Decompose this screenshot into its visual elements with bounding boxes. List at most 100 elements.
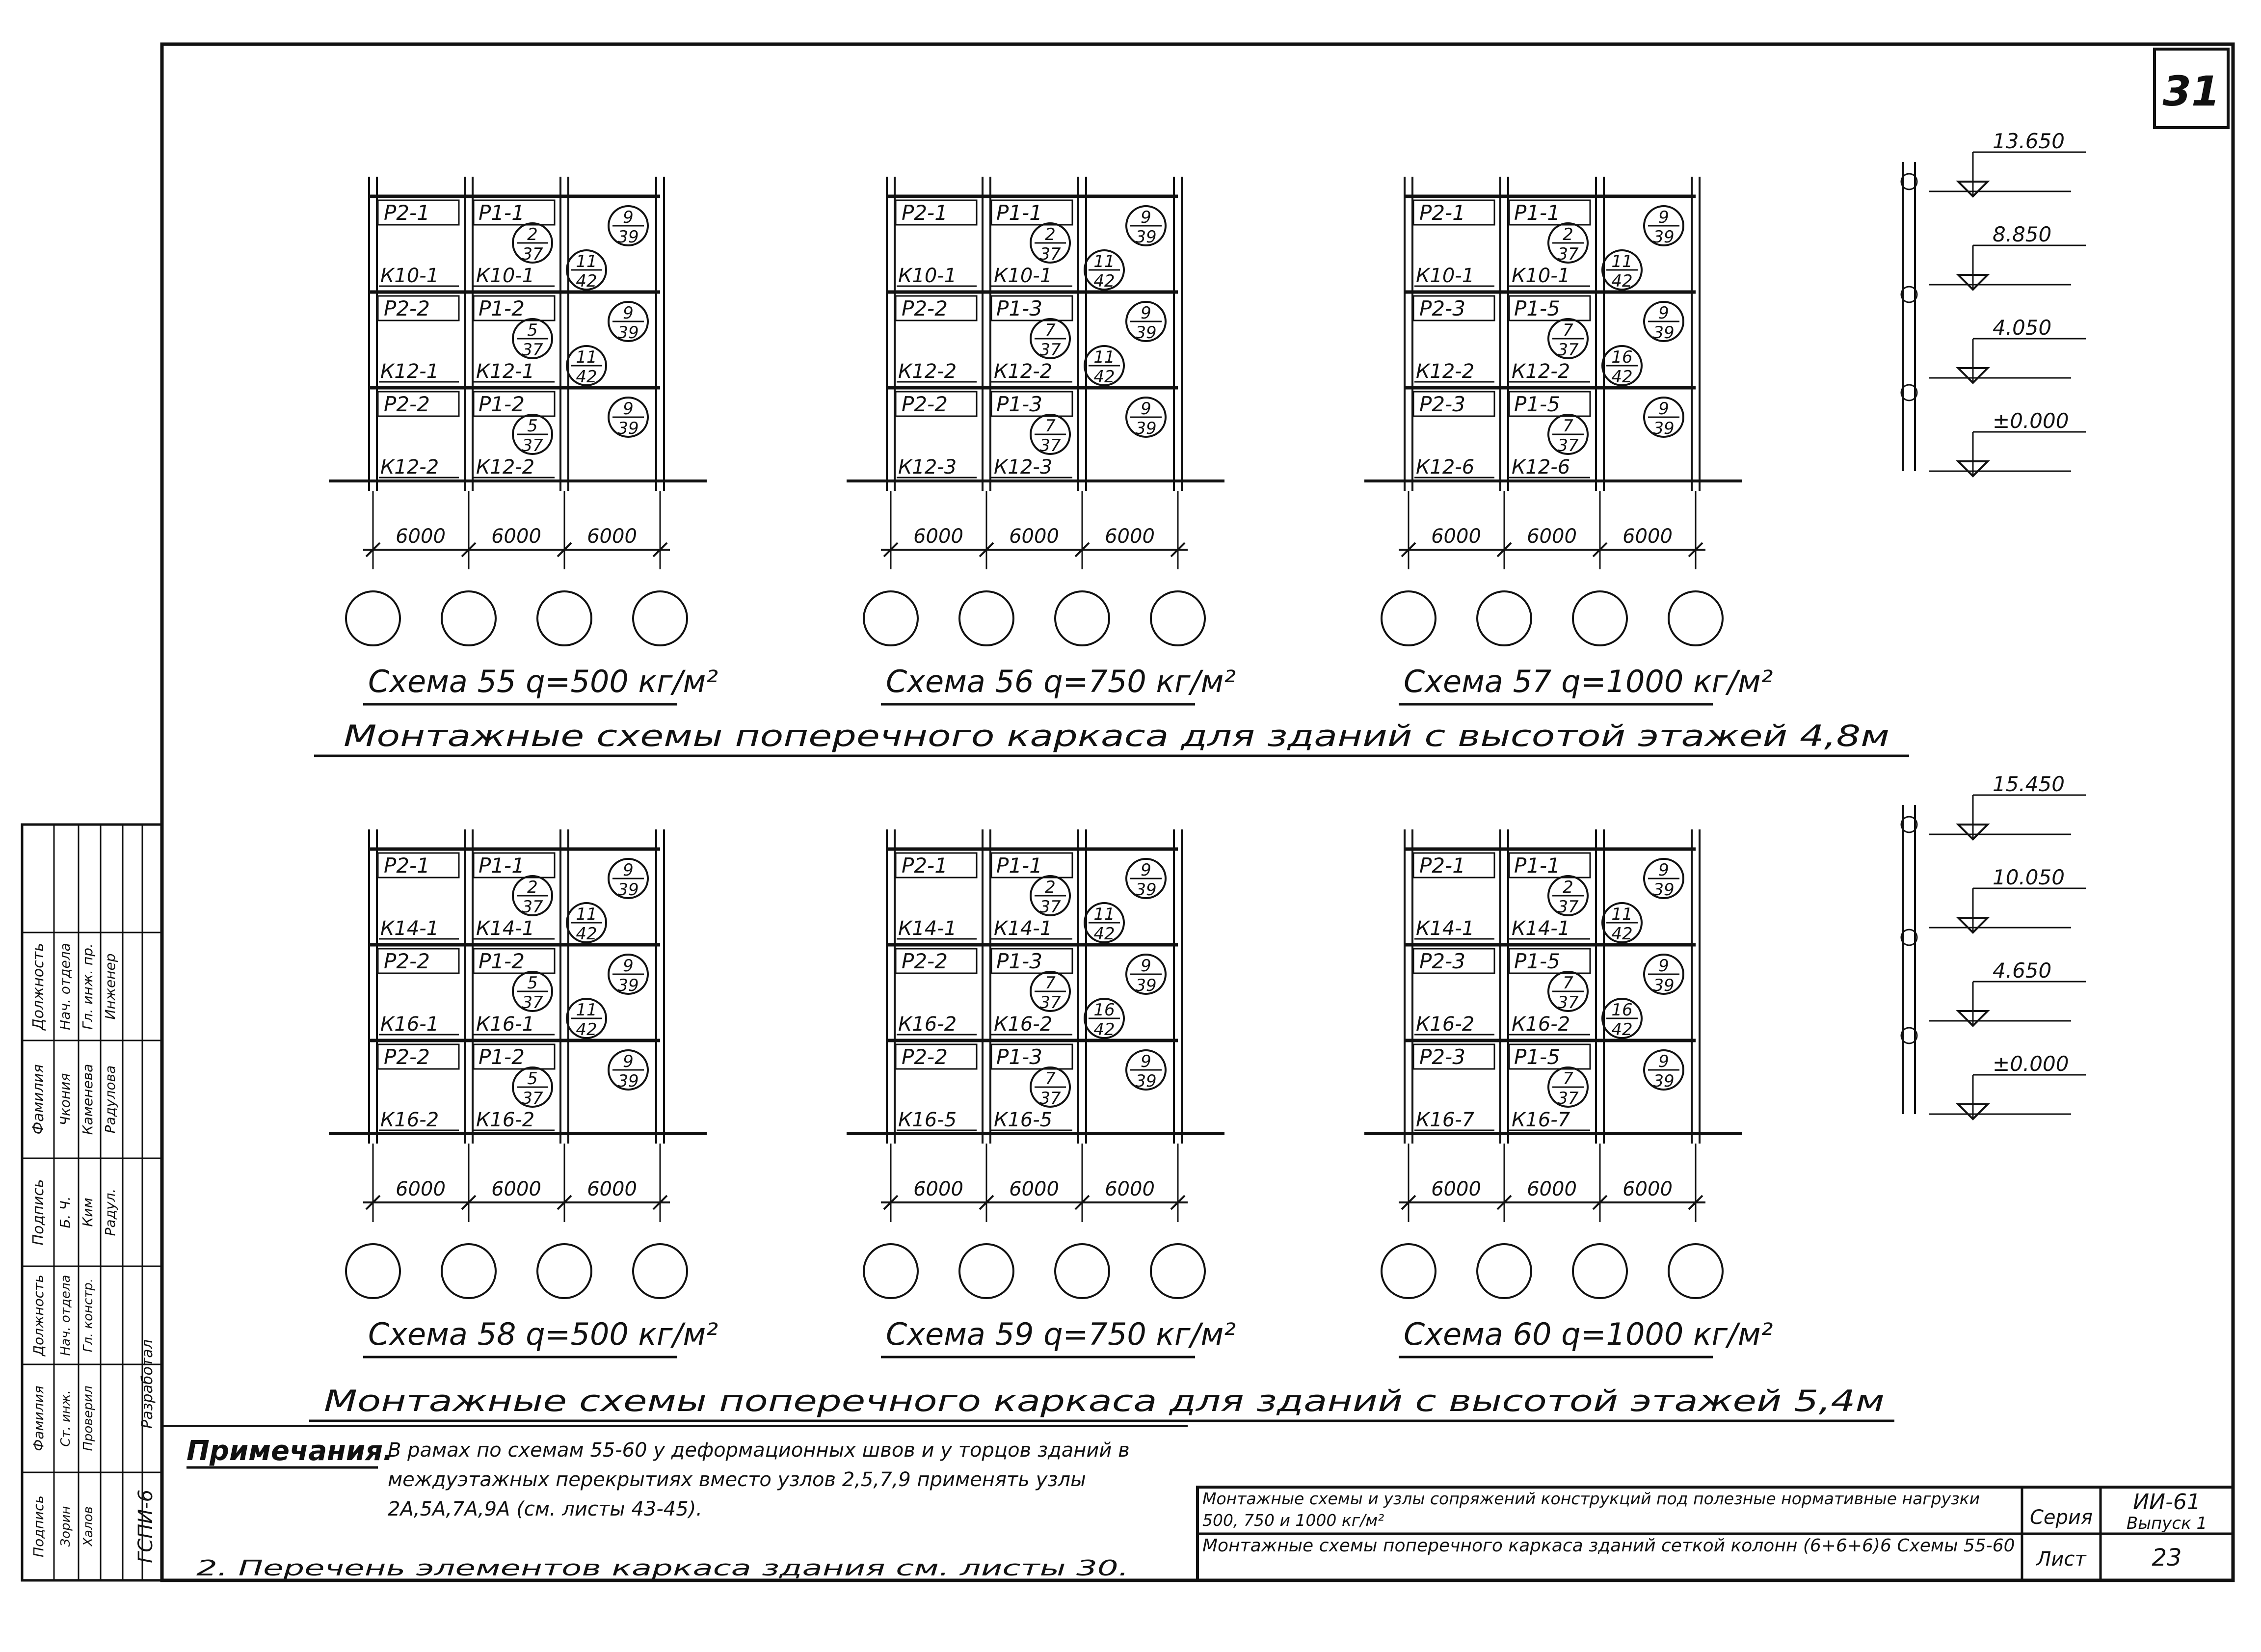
- rigel-tag: [1508, 391, 1591, 417]
- rigel-tag: [895, 1043, 978, 1070]
- rigel-tag: [1508, 199, 1591, 226]
- node-circle: [1084, 998, 1125, 1039]
- node-circle: [1643, 858, 1684, 899]
- dimension-tick: [461, 1195, 477, 1210]
- node-number: 7: [1045, 320, 1056, 340]
- sheet-number-box: [2153, 48, 2230, 129]
- dimension-value: 6000: [1623, 1178, 1673, 1200]
- elevation-value: 13.650: [1993, 129, 2065, 153]
- column-label-left: К12-3: [898, 456, 957, 479]
- column-label-left: К16-2: [380, 1109, 439, 1131]
- node-sheet: 39: [1653, 227, 1674, 247]
- column-label-right: К12-1: [476, 360, 534, 383]
- rigel-tag: [473, 948, 556, 974]
- node-number: 16: [1611, 1000, 1632, 1020]
- column-label-left: К14-1: [380, 917, 439, 940]
- node-sheet: 42: [1093, 271, 1115, 291]
- rigel-label-left: Р2-2: [902, 296, 948, 320]
- node-sheet: 42: [576, 271, 597, 291]
- stamp-header: Фамилия: [30, 1386, 47, 1451]
- dimension-tick: [652, 1195, 668, 1210]
- column-label-right: К10-1: [1512, 265, 1570, 287]
- rigel-label-right: Р1-1: [1514, 201, 1560, 225]
- node-circle: [1030, 318, 1071, 359]
- axis-bubble: [345, 1243, 401, 1299]
- section-title-upper: Монтажные схемы поперечного каркаса для …: [344, 719, 1889, 753]
- column-label-left: К12-2: [380, 456, 439, 479]
- dimension-tick: [1401, 542, 1416, 558]
- rigel-tag: [377, 199, 460, 226]
- node-number: 7: [1045, 416, 1056, 436]
- column-label-right: К16-2: [994, 1013, 1052, 1036]
- node-circle: [1125, 397, 1167, 438]
- stamp-cell: Проверил: [81, 1386, 96, 1451]
- node-number: 5: [527, 320, 538, 340]
- node-number: 2: [1563, 878, 1573, 897]
- axis-bubble: [958, 590, 1014, 646]
- node-number: 9: [1141, 1052, 1151, 1071]
- rigel-label-right: Р1-1: [479, 853, 525, 878]
- elevation-value: 4.050: [1993, 316, 2051, 340]
- rigel-label-right: Р1-2: [479, 296, 525, 320]
- rigel-tag: [895, 391, 978, 417]
- node-number: 7: [1563, 416, 1573, 436]
- column-label-left: К14-1: [898, 917, 957, 940]
- rigel-label-right: Р1-5: [1514, 949, 1560, 973]
- sheet-label: Лист: [2035, 1548, 2087, 1571]
- rigel-tag: [895, 295, 978, 321]
- rigel-label-left: Р2-3: [1419, 1045, 1465, 1069]
- rigel-label-left: Р2-1: [1419, 853, 1465, 878]
- dimension-tick: [1170, 542, 1186, 558]
- dimension-tick: [1688, 1195, 1703, 1210]
- node-circle: [512, 1066, 553, 1108]
- node-sheet: 39: [617, 880, 638, 900]
- node-sheet: 37: [1557, 340, 1579, 360]
- dimension-value: 6000: [1105, 1178, 1155, 1200]
- rigel-tag: [473, 199, 556, 226]
- node-sheet: 37: [1039, 244, 1061, 264]
- column-label-left: К12-2: [898, 360, 957, 383]
- stamp-cell: Радулова: [102, 1066, 118, 1134]
- column-label-left: К12-6: [1416, 456, 1474, 479]
- column-label-right: К14-1: [994, 917, 1052, 940]
- axis-bubble: [1381, 590, 1436, 646]
- node-circle: [608, 1049, 649, 1091]
- node-sheet: 37: [1557, 993, 1579, 1013]
- rigel-tag: [990, 391, 1073, 417]
- node-number: 9: [623, 303, 634, 323]
- rigel-label-left: Р2-2: [384, 949, 430, 973]
- rigel-tag: [1508, 295, 1591, 321]
- column-label-right: К12-6: [1512, 456, 1570, 479]
- issue-label: Выпуск 1: [2127, 1514, 2207, 1533]
- dimension-tick: [1496, 542, 1512, 558]
- node-sheet: 39: [1135, 880, 1156, 900]
- rigel-tag: [990, 1043, 1073, 1070]
- scheme-caption: Схема 60 q=1000 кг/м²: [1404, 1316, 1773, 1352]
- node-circle: [1601, 249, 1643, 291]
- node-sheet: 42: [576, 1020, 597, 1039]
- rigel-label-left: Р2-1: [1419, 201, 1465, 225]
- node-circle: [512, 414, 553, 455]
- node-circle: [1030, 971, 1071, 1012]
- column-label-left: К16-2: [1416, 1013, 1474, 1036]
- node-number: 9: [1141, 208, 1151, 227]
- column-label-left: К16-5: [898, 1109, 957, 1131]
- dimension-value: 6000: [1431, 525, 1481, 548]
- column-label-left: К16-2: [898, 1013, 957, 1036]
- node-number: 7: [1563, 1069, 1573, 1089]
- notes-line-1: В рамах по схемам 55-60 у деформационных…: [388, 1439, 1130, 1520]
- node-number: 11: [576, 347, 597, 367]
- rigel-label-left: Р2-2: [384, 392, 430, 416]
- dimension-tick: [365, 542, 381, 558]
- node-sheet: 37: [1039, 436, 1061, 455]
- dimension-tick: [557, 1195, 572, 1210]
- node-sheet: 37: [522, 436, 543, 455]
- rigel-tag: [377, 852, 460, 879]
- node-circle: [608, 954, 649, 995]
- stamp-header: Подпись: [30, 1495, 47, 1557]
- axis-bubble: [958, 1243, 1014, 1299]
- title-block-title-1: Монтажные схемы и узлы сопряжений констр…: [1202, 1489, 1980, 1530]
- node-sheet: 39: [1653, 323, 1674, 343]
